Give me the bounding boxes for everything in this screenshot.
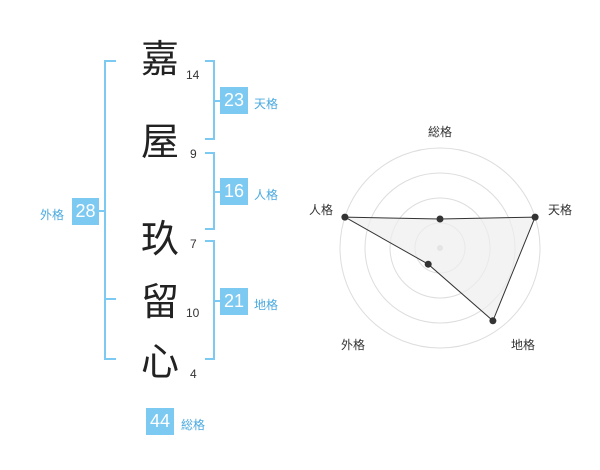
radar-point-5 <box>341 213 349 221</box>
radar-label-chikaku: 地格 <box>511 338 536 352</box>
tenkaku-label: 天格 <box>254 97 279 111</box>
stroke-count-5: 4 <box>190 367 197 381</box>
radar-label-soukaku: 総格 <box>428 125 453 139</box>
radar-label-jinkaku: 人格 <box>309 203 334 217</box>
jinkaku-value: 16 <box>220 178 248 205</box>
radar-point-1 <box>436 215 444 223</box>
name-char-1: 嘉 <box>141 37 180 81</box>
stroke-count-4: 10 <box>186 306 200 320</box>
radar-label-gaikaku: 外格 <box>341 338 366 352</box>
stroke-count-2: 9 <box>190 147 197 161</box>
chikaku-connector <box>213 300 220 302</box>
tenkaku-connector <box>213 100 220 102</box>
gaikaku-value: 28 <box>72 198 99 225</box>
chikaku-value: 21 <box>220 288 248 315</box>
radar-polygon <box>344 216 536 322</box>
name-char-3: 玖 <box>141 217 180 261</box>
name-char-5: 心 <box>141 340 180 384</box>
radar-label-tenkaku: 天格 <box>548 203 573 217</box>
radar-ring <box>339 147 541 349</box>
radar-point-4 <box>424 260 432 268</box>
gaikaku-label: 外格 <box>40 208 65 222</box>
radar-point-3 <box>489 317 497 325</box>
name-char-2: 屋 <box>141 120 180 164</box>
jinkaku-label: 人格 <box>254 188 279 202</box>
tenkaku-value: 23 <box>220 87 248 114</box>
name-char-4: 留 <box>141 280 180 324</box>
gaikaku-connector <box>98 210 106 212</box>
stroke-count-3: 7 <box>190 237 197 251</box>
chikaku-label: 地格 <box>254 298 279 312</box>
gaikaku-bracket-mid <box>104 298 116 300</box>
radar-point-2 <box>531 213 539 221</box>
jinkaku-connector <box>213 191 220 193</box>
stroke-count-1: 14 <box>186 68 200 82</box>
soukaku-label: 総格 <box>181 418 206 432</box>
soukaku-value: 44 <box>146 408 174 435</box>
